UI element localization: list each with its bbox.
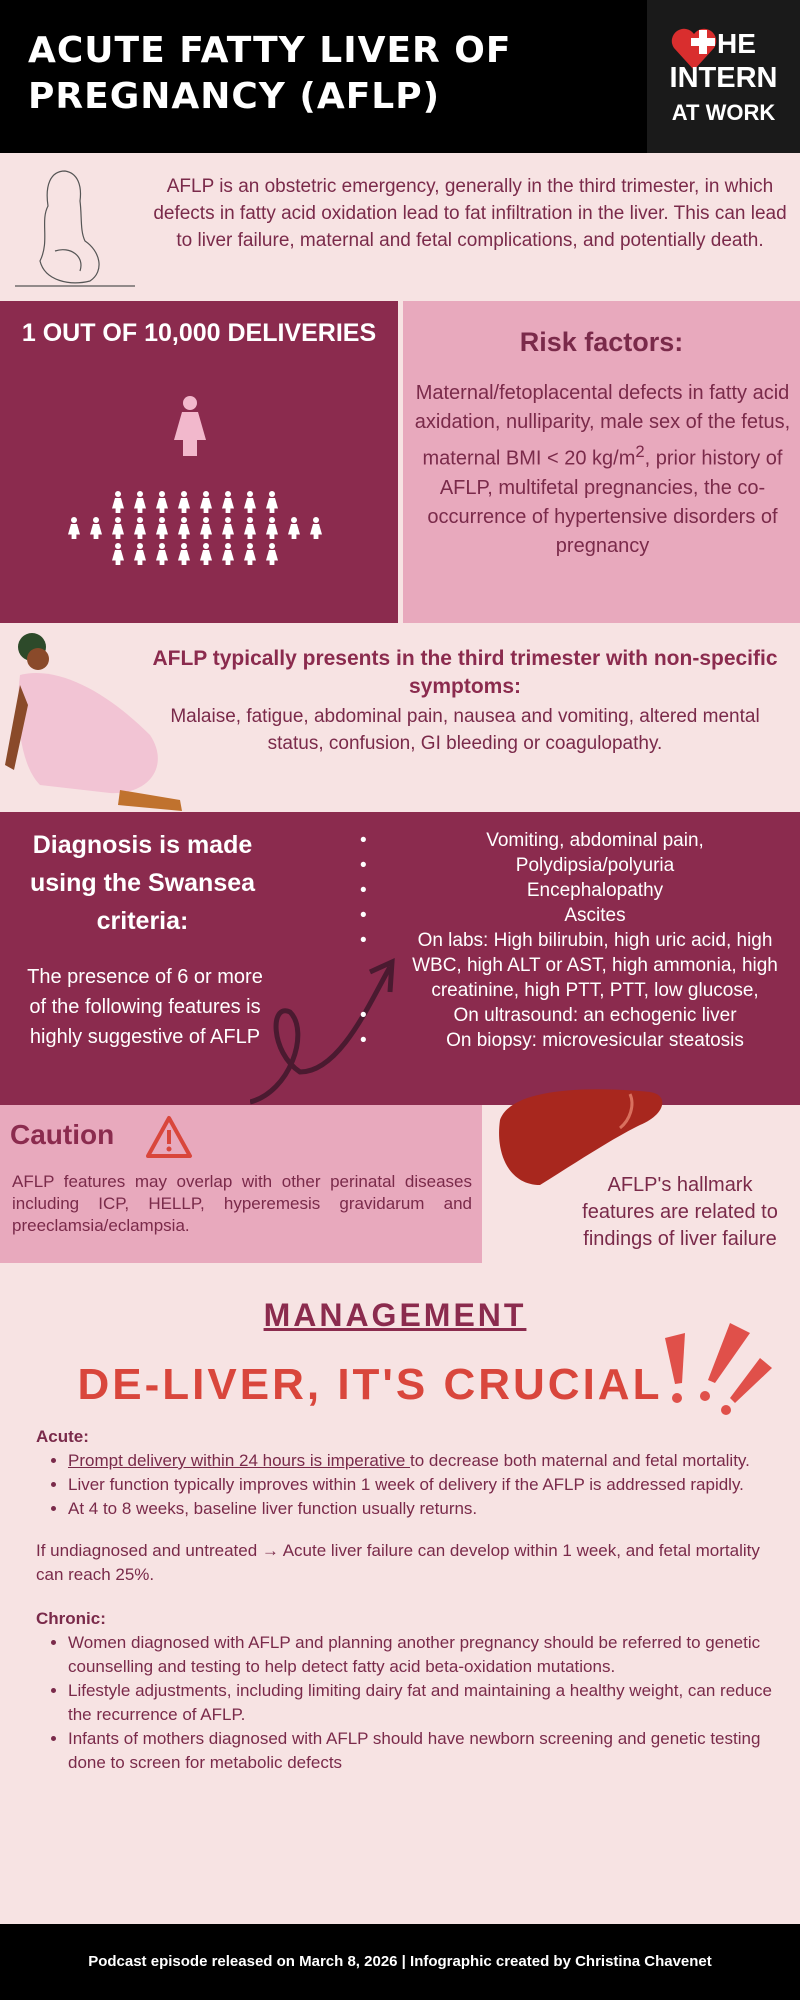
pregnant-woman-line-illustration bbox=[15, 170, 135, 287]
intro-text: AFLP is an obstetric emergency, generall… bbox=[153, 176, 787, 251]
risk-factors-title: Risk factors: bbox=[519, 327, 684, 357]
person-icon bbox=[220, 543, 236, 565]
liver-illustration bbox=[499, 1089, 663, 1185]
risk-text-part: Maternal/fetoplacental defects in fatty … bbox=[414, 382, 791, 470]
person-icon bbox=[132, 517, 148, 539]
woman-figure-icon bbox=[174, 396, 206, 456]
chronic-item: Lifestyle adjustments, including limitin… bbox=[68, 1679, 776, 1727]
header: ACUTE FATTY LIVER OF PREGNANCY (AFLP) HE… bbox=[0, 0, 800, 153]
warning-icon bbox=[146, 1116, 192, 1158]
diagnosis-subtitle: The presence of 6 or more of the followi… bbox=[27, 966, 263, 1048]
person-icon-row bbox=[50, 517, 340, 539]
presentation-section: AFLP typically presents in the third tri… bbox=[0, 625, 800, 811]
caution-title: Caution bbox=[10, 1119, 115, 1150]
person-icon bbox=[242, 517, 258, 539]
criteria-item: Encephalopathy bbox=[360, 878, 790, 903]
acute-item-rest: to decrease both maternal and fetal mort… bbox=[410, 1451, 750, 1470]
person-icon bbox=[110, 543, 126, 565]
person-icon bbox=[308, 517, 324, 539]
criteria-item: Vomiting, abdominal pain, bbox=[360, 828, 790, 853]
chronic-item: Infants of mothers diagnosed with AFLP s… bbox=[68, 1727, 776, 1775]
person-icon bbox=[264, 517, 280, 539]
swansea-criteria-list: Vomiting, abdominal pain, Polydipsia/pol… bbox=[360, 828, 790, 1053]
hallmark-text: AFLP's hallmark features are related to … bbox=[582, 1174, 778, 1250]
person-icon bbox=[242, 543, 258, 565]
person-icon-row bbox=[50, 491, 340, 513]
criteria-item: Ascites bbox=[360, 903, 790, 928]
management-title-text: MANAGEMENT bbox=[263, 1297, 527, 1333]
person-icon bbox=[198, 543, 214, 565]
person-icon bbox=[176, 491, 192, 513]
person-icon bbox=[110, 491, 126, 513]
population-icon-grid bbox=[50, 491, 340, 569]
criteria-item: Polydipsia/polyuria bbox=[360, 853, 790, 878]
person-icon bbox=[88, 517, 104, 539]
incidence-text: 1 OUT OF 10,000 DELIVERIES bbox=[21, 319, 377, 347]
chronic-label: Chronic: bbox=[36, 1609, 106, 1628]
incidence-panel: 1 OUT OF 10,000 DELIVERIES bbox=[0, 301, 398, 623]
person-icon bbox=[198, 491, 214, 513]
person-icon bbox=[154, 491, 170, 513]
person-icon bbox=[110, 517, 126, 539]
logo-line-2: INTERN bbox=[669, 62, 778, 94]
exclamation-marks-icon bbox=[665, 1323, 772, 1415]
risk-factors-panel: Risk factors: Maternal/fetoplacental def… bbox=[403, 301, 800, 623]
person-icon bbox=[286, 517, 302, 539]
person-icon bbox=[154, 517, 170, 539]
diagnosis-title: Diagnosis is made using the Swansea crit… bbox=[29, 831, 256, 935]
criteria-item: On labs: High bilirubin, high uric acid,… bbox=[360, 928, 790, 1003]
person-icon bbox=[132, 491, 148, 513]
acute-item: Liver function typically improves within… bbox=[68, 1473, 776, 1497]
person-icon bbox=[176, 543, 192, 565]
page-title: ACUTE FATTY LIVER OF PREGNANCY (AFLP) bbox=[28, 30, 512, 117]
person-icon bbox=[132, 543, 148, 565]
management-title: MANAGEMENT bbox=[0, 1297, 800, 1334]
person-icon bbox=[198, 517, 214, 539]
criteria-item: On ultrasound: an echogenic liver bbox=[360, 1003, 790, 1028]
pregnant-woman-illustration bbox=[5, 633, 182, 811]
person-icon bbox=[264, 543, 280, 565]
management-slogan: DE-LIVER, IT'S CRUCIAL bbox=[77, 1360, 663, 1409]
chronic-item: Women diagnosed with AFLP and planning a… bbox=[68, 1631, 776, 1679]
acute-list: Prompt delivery within 24 hours is imper… bbox=[36, 1449, 776, 1521]
risk-factors-text: Maternal/fetoplacental defects in fatty … bbox=[411, 379, 794, 561]
chronic-list: Women diagnosed with AFLP and planning a… bbox=[36, 1631, 776, 1775]
acute-item: At 4 to 8 weeks, baseline liver function… bbox=[68, 1497, 776, 1521]
person-icon bbox=[264, 491, 280, 513]
caution-text: AFLP features may overlap with other per… bbox=[12, 1172, 472, 1235]
diagnosis-panel: Diagnosis is made using the Swansea crit… bbox=[0, 812, 800, 1105]
management-body: Acute: Prompt delivery within 24 hours i… bbox=[36, 1425, 776, 1793]
logo: HE INTERN AT WORK bbox=[647, 0, 800, 153]
acute-item-emphasis: Prompt delivery within 24 hours is imper… bbox=[68, 1451, 411, 1470]
presentation-text: Malaise, fatigue, abdominal pain, nausea… bbox=[170, 706, 760, 754]
risk-superscript: 2 bbox=[635, 442, 645, 461]
person-icon bbox=[220, 517, 236, 539]
intro-section: AFLP is an obstetric emergency, generall… bbox=[0, 153, 800, 299]
logo-line-3: AT WORK bbox=[671, 100, 776, 125]
person-icon bbox=[242, 491, 258, 513]
person-icon bbox=[66, 517, 82, 539]
acute-item: Prompt delivery within 24 hours is imper… bbox=[68, 1449, 776, 1473]
person-icon bbox=[176, 517, 192, 539]
heart-cross-icon bbox=[671, 28, 717, 70]
acute-label: Acute: bbox=[36, 1427, 89, 1446]
person-icon bbox=[220, 491, 236, 513]
logo-line-1: HE bbox=[717, 28, 756, 59]
risk-text-part: , prior history of AFLP, multifetal preg… bbox=[427, 447, 783, 557]
footer: Podcast episode released on March 8, 202… bbox=[0, 1924, 800, 2000]
person-icon bbox=[154, 543, 170, 565]
criteria-item: On biopsy: microvesicular steatosis bbox=[360, 1028, 790, 1053]
presentation-title: AFLP typically presents in the third tri… bbox=[152, 647, 778, 698]
person-icon-row bbox=[50, 543, 340, 565]
caution-panel: Caution AFLP features may overlap with o… bbox=[0, 1105, 482, 1263]
untreated-note: If undiagnosed and untreated → Acute liv… bbox=[36, 1541, 760, 1584]
